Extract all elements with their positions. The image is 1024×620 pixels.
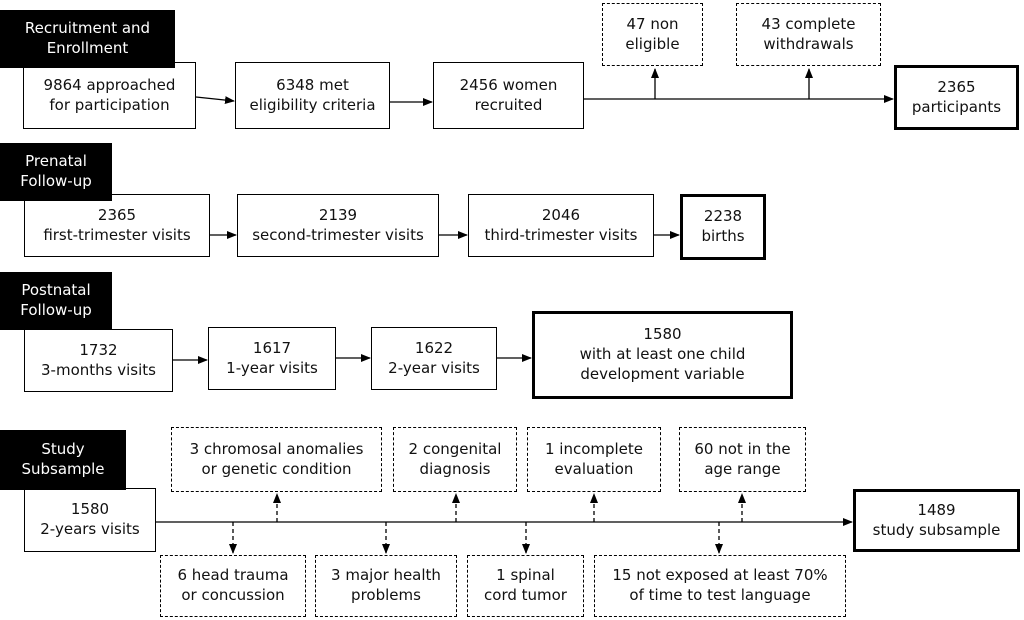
approached-box: 9864 approached for participation: [23, 62, 196, 129]
child-development-text: 1580 with at least one child development…: [579, 325, 746, 383]
second-trimester-box: 2139 second-trimester visits: [237, 194, 439, 257]
congenital-text: 2 congenital diagnosis: [408, 439, 502, 478]
final-subsample-text: 1489 study subsample: [872, 500, 1001, 539]
withdrawals-text: 43 complete withdrawals: [761, 14, 856, 53]
spinal-text: 1 spinal cord tumor: [484, 566, 567, 604]
section-label-prenatal: Prenatal Follow-up: [0, 143, 112, 201]
health-problems-text: 3 major health problems: [331, 566, 441, 604]
not-exposed-text: 15 not exposed at least 70% of time to t…: [612, 566, 828, 604]
non-eligible-text: 47 non eligible: [625, 14, 680, 53]
participants-box: 2365 participants: [894, 65, 1019, 130]
section-label-subsample: Study Subsample: [0, 430, 126, 490]
chromosomal-text: 3 chromosal anomalies or genetic conditi…: [189, 439, 364, 478]
health-problems-box: 3 major health problems: [315, 555, 457, 617]
participants-text: 2365 participants: [911, 77, 1002, 116]
births-text: 2238 births: [701, 207, 745, 245]
withdrawals-box: 43 complete withdrawals: [736, 3, 881, 66]
third-trimester-box: 2046 third-trimester visits: [468, 194, 654, 257]
second-trimester-text: 2139 second-trimester visits: [252, 205, 424, 244]
two-year-text: 1622 2-year visits: [388, 338, 480, 377]
one-year-box: 1617 1-year visits: [208, 327, 336, 390]
recruited-text: 2456 women recruited: [459, 75, 558, 114]
section-label-postnatal: Postnatal Follow-up: [0, 272, 112, 330]
third-trimester-text: 2046 third-trimester visits: [484, 205, 638, 244]
approached-text: 9864 approached for participation: [43, 75, 176, 114]
head-trauma-text: 6 head trauma or concussion: [177, 566, 289, 604]
incomplete-box: 1 incomplete evaluation: [527, 427, 661, 492]
first-trimester-text: 2365 first-trimester visits: [43, 205, 191, 244]
spinal-box: 1 spinal cord tumor: [467, 555, 584, 617]
eligible-text: 6348 met eligibility criteria: [249, 75, 376, 114]
two-years-visits-box: 1580 2-years visits: [24, 488, 156, 552]
three-months-box: 1732 3-months visits: [24, 329, 173, 392]
recruited-box: 2456 women recruited: [433, 62, 584, 129]
child-development-box: 1580 with at least one child development…: [532, 311, 793, 399]
two-year-box: 1622 2-year visits: [371, 327, 497, 390]
section-label-recruitment: Recruitment and Enrollment: [0, 10, 175, 68]
two-years-visits-text: 1580 2-years visits: [40, 500, 140, 538]
not-exposed-box: 15 not exposed at least 70% of time to t…: [594, 555, 846, 617]
first-trimester-box: 2365 first-trimester visits: [24, 194, 210, 257]
arrow-approached-to-eligible: [195, 96, 235, 105]
age-range-text: 60 not in the age range: [694, 439, 791, 478]
final-subsample-box: 1489 study subsample: [853, 489, 1020, 552]
births-box: 2238 births: [680, 194, 766, 260]
congenital-box: 2 congenital diagnosis: [393, 427, 517, 492]
age-range-box: 60 not in the age range: [679, 427, 806, 492]
head-trauma-box: 6 head trauma or concussion: [160, 555, 306, 617]
eligible-box: 6348 met eligibility criteria: [235, 62, 390, 129]
non-eligible-box: 47 non eligible: [602, 3, 703, 66]
chromosomal-box: 3 chromosal anomalies or genetic conditi…: [171, 427, 382, 492]
one-year-text: 1617 1-year visits: [226, 338, 318, 377]
three-months-text: 1732 3-months visits: [41, 340, 156, 379]
incomplete-text: 1 incomplete evaluation: [544, 439, 644, 478]
